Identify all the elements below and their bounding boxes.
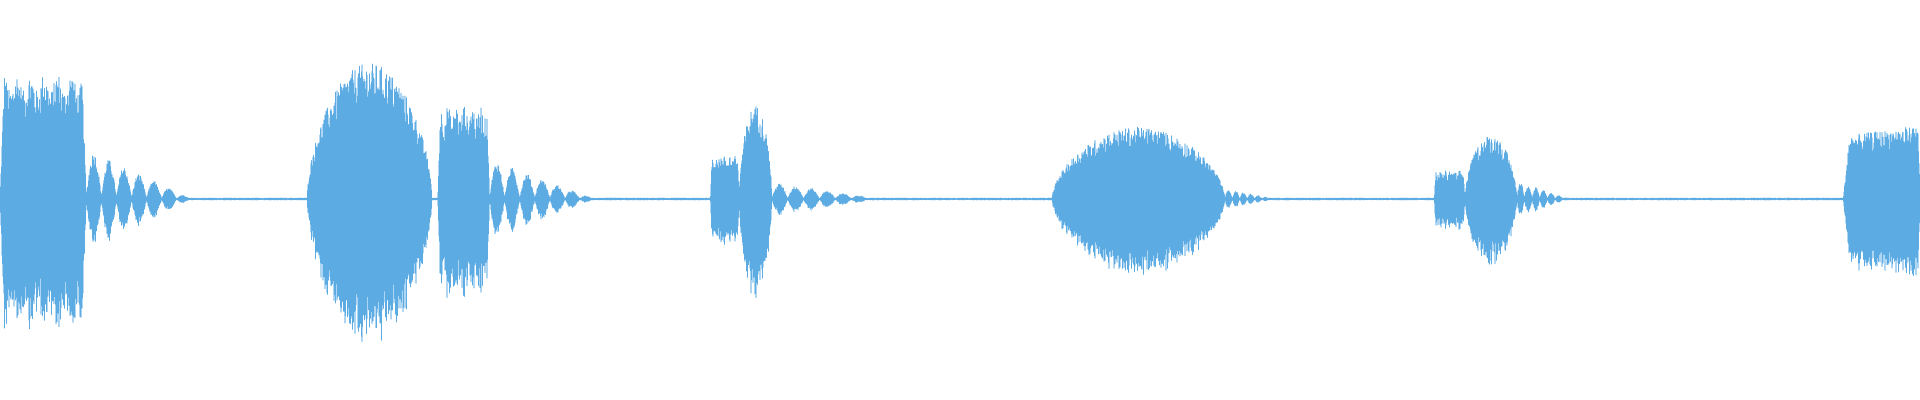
waveform-signal [0,63,1920,342]
